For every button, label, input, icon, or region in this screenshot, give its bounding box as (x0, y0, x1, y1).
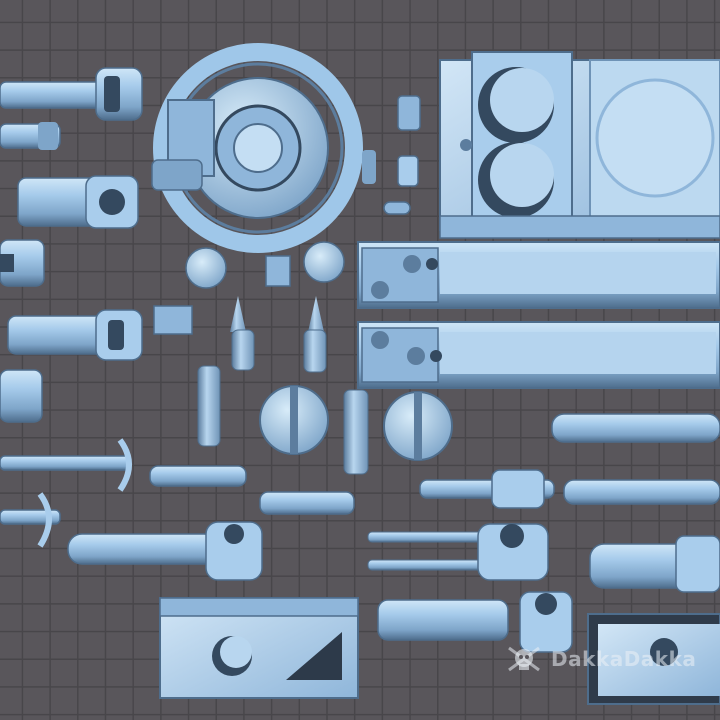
engine-block (17, 175, 139, 229)
long-rifle-1 (0, 438, 132, 492)
heavy-bolter (377, 591, 573, 653)
turret-ring (151, 43, 363, 253)
weapon-right-1 (551, 413, 720, 443)
watermark: DakkaDakka (505, 640, 696, 678)
twin-autocannon (367, 523, 549, 581)
multi-barrel-weapon (7, 309, 143, 361)
sponson-housing-right (587, 613, 720, 705)
missile-launcher (67, 521, 263, 581)
clamp-part-2 (0, 369, 43, 423)
cannon-barrel-top (0, 67, 143, 121)
hull-top-piece (439, 51, 720, 239)
small-discs-and-bits (153, 95, 421, 335)
gatling-cannon (589, 535, 720, 593)
track-unit-upper (357, 241, 720, 309)
skull-crossed-guns-icon (508, 646, 540, 672)
watermark-text: DakkaDakka (551, 647, 697, 671)
track-unit-lower (357, 321, 720, 389)
weapon-right-2 (419, 469, 720, 509)
clamp-part-1 (0, 239, 45, 287)
short-barrel (0, 122, 61, 150)
long-rifle-2 (0, 492, 61, 548)
cone-parts (197, 296, 369, 475)
hatch-discs (259, 385, 453, 461)
sponson-housing-left (159, 597, 359, 699)
gun-barrels-mid (149, 465, 355, 515)
